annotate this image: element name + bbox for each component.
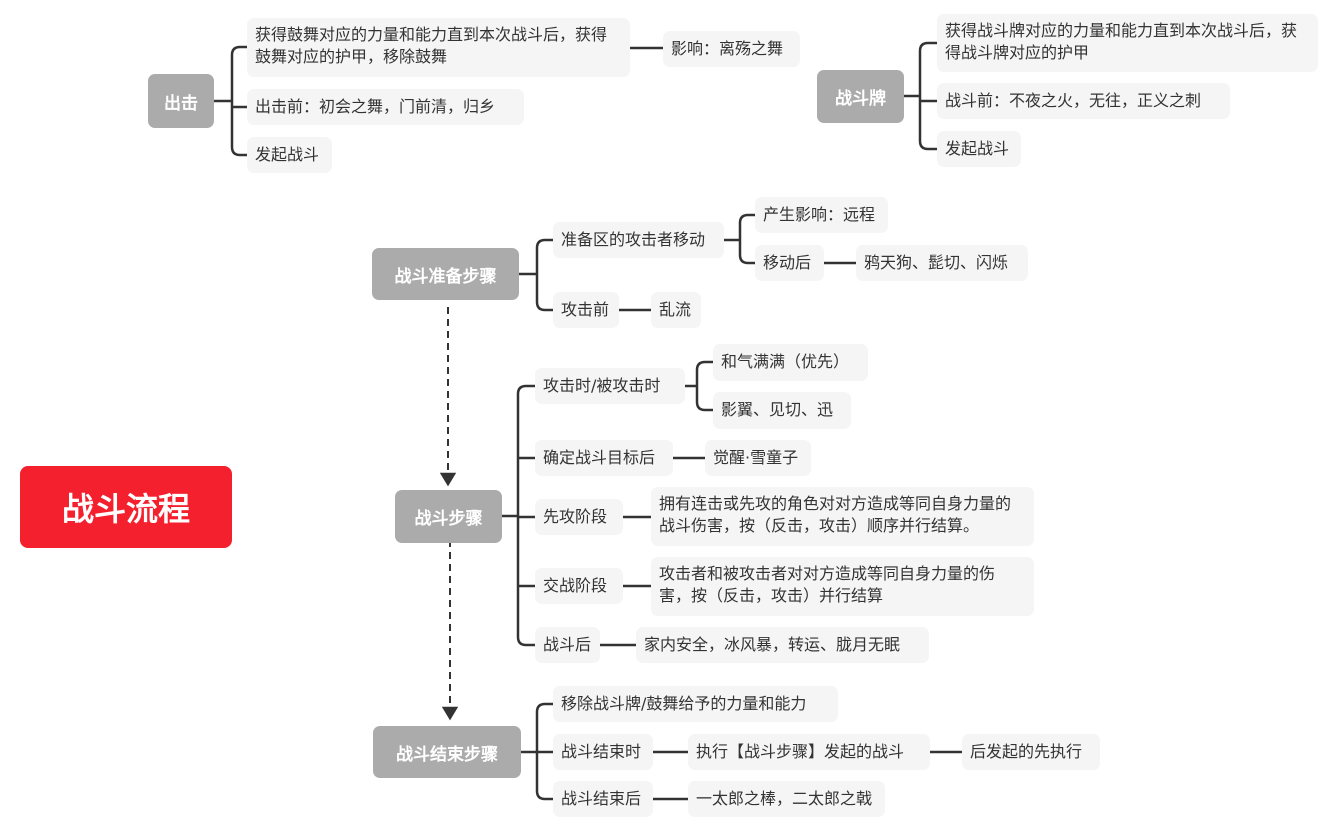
battle-target-cards-node[interactable]: 觉醒·雪童子 xyxy=(705,440,811,476)
branch-connector xyxy=(521,702,553,801)
battle-card-before-node[interactable]: 战斗前：不夜之火，无往，正义之刺 xyxy=(937,83,1230,119)
sortie-gain-node[interactable]: 获得鼓舞对应的力量和能力直到本次战斗后，获得鼓舞对应的护甲，移除鼓舞 xyxy=(247,18,630,77)
battle-card-node[interactable]: 战斗牌 xyxy=(817,70,904,123)
prep-before-attack-node[interactable]: 攻击前 xyxy=(553,292,619,328)
battle-on-attack-b-node[interactable]: 影翼、见切、迅 xyxy=(713,392,851,429)
end-step-node[interactable]: 战斗结束步骤 xyxy=(373,726,521,778)
arrow-head-icon xyxy=(441,706,459,721)
root-node[interactable]: 战斗流程 xyxy=(20,466,232,548)
prep-move-node[interactable]: 准备区的攻击者移动 xyxy=(553,222,724,258)
end-at-end-node[interactable]: 战斗结束时 xyxy=(553,734,653,770)
branch-connector xyxy=(214,45,247,157)
branch-connector xyxy=(502,384,535,647)
sortie-node[interactable]: 出击 xyxy=(148,74,214,128)
branch-connector xyxy=(685,360,713,412)
sortie-effect-node[interactable]: 影响：离殇之舞 xyxy=(663,31,800,67)
prep-after-move-node[interactable]: 移动后 xyxy=(755,245,824,281)
battle-target-node[interactable]: 确定战斗目标后 xyxy=(535,440,673,476)
branch-connector xyxy=(904,41,937,151)
battle-on-attack-a-node[interactable]: 和气满满（优先） xyxy=(713,344,868,381)
end-at-end-order-node[interactable]: 后发起的先执行 xyxy=(962,734,1100,770)
battle-first-node[interactable]: 先攻阶段 xyxy=(535,499,623,535)
end-at-end-action-node[interactable]: 执行【战斗步骤】发起的战斗 xyxy=(688,734,930,770)
battle-card-start-node[interactable]: 发起战斗 xyxy=(937,131,1021,167)
branch-connector xyxy=(724,213,755,265)
battle-after-cards-node[interactable]: 家内安全，冰风暴，转运、胧月无眠 xyxy=(636,627,929,663)
battle-clash-node[interactable]: 交战阶段 xyxy=(535,568,623,604)
end-after-end-node[interactable]: 战斗结束后 xyxy=(553,781,653,817)
prep-move-effect-node[interactable]: 产生影响：远程 xyxy=(755,197,888,233)
prep-after-move-cards-node[interactable]: 鸦天狗、髭切、闪烁 xyxy=(856,245,1028,281)
sortie-before-node[interactable]: 出击前：初会之舞，门前清，归乡 xyxy=(247,89,524,125)
battle-first-desc-node[interactable]: 拥有连击或先攻的角色对对方造成等同自身力量的战斗伤害，按（反击，攻击）顺序并行结… xyxy=(651,487,1034,546)
battle-card-gain-node[interactable]: 获得战斗牌对应的力量和能力直到本次战斗后，获得战斗牌对应的护甲 xyxy=(937,14,1318,72)
prep-step-node[interactable]: 战斗准备步骤 xyxy=(372,248,519,300)
battle-clash-desc-node[interactable]: 攻击者和被攻击者对对方造成等同自身力量的伤害，按（反击，攻击）并行结算 xyxy=(651,557,1034,616)
sortie-start-node[interactable]: 发起战斗 xyxy=(247,137,332,173)
end-remove-node[interactable]: 移除战斗牌/鼓舞给予的力量和能力 xyxy=(553,686,838,722)
end-after-end-cards-node[interactable]: 一太郎之棒，二太郎之戟 xyxy=(688,781,885,817)
branch-connector xyxy=(519,238,553,312)
arrow-head-icon xyxy=(439,472,457,487)
prep-before-attack-cards-node[interactable]: 乱流 xyxy=(651,292,701,328)
battle-step-node[interactable]: 战斗步骤 xyxy=(395,490,502,543)
battle-on-attack-node[interactable]: 攻击时/被攻击时 xyxy=(535,368,685,404)
battle-after-node[interactable]: 战斗后 xyxy=(535,627,600,663)
